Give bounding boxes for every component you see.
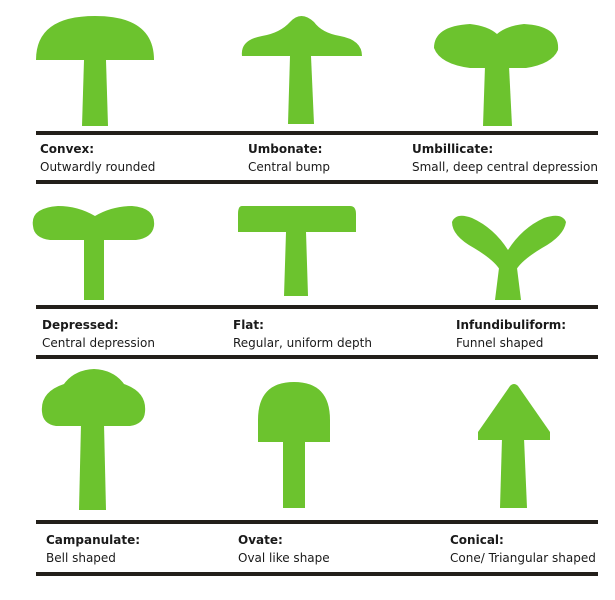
flat-mushroom-icon [238,206,356,296]
label-campanulate: Campanulate: Bell shaped [46,531,140,567]
shape-name: Infundibuliform: [456,318,567,332]
shape-description: Central bump [248,160,331,174]
shape-name: Ovate: [238,533,283,547]
shape-description: Cone/ Triangular shaped [450,551,596,565]
shape-description: Central depression [42,336,155,350]
label-convex: Convex: Outwardly rounded [40,140,155,176]
label-flat: Flat: Regular, uniform depth [233,316,372,352]
convex-mushroom-icon [36,16,154,126]
divider-row3-bottom [36,572,598,576]
ovate-mushroom-icon [258,382,330,508]
label-depressed: Depressed: Central depression [42,316,155,352]
shape-description: Outwardly rounded [40,160,156,174]
shape-name: Umbonate: [248,142,323,156]
shape-name: Umbillicate: [412,142,494,156]
campanulate-mushroom-icon [41,369,146,510]
shape-name: Flat: [233,318,264,332]
divider-row1-top [36,131,598,135]
shape-name: Convex: [40,142,95,156]
label-conical: Conical: Cone/ Triangular shaped [450,531,596,567]
label-umbillicate: Umbillicate: Small, deep central depress… [412,140,598,176]
divider-row1-bottom [36,180,598,184]
shape-description: Small, deep central depression [412,160,598,174]
shape-description: Regular, uniform depth [233,336,372,350]
conical-mushroom-icon [478,384,550,508]
shape-description: Funnel shaped [456,336,544,350]
divider-row2-bottom [36,355,598,359]
shape-description: Bell shaped [46,551,116,565]
divider-row2-top [36,305,598,309]
umbillicate-mushroom-icon [434,24,559,126]
shape-name: Depressed: [42,318,119,332]
umbonate-mushroom-icon [241,16,362,124]
shape-name: Conical: [450,533,504,547]
divider-row3-top [36,520,598,524]
label-ovate: Ovate: Oval like shape [238,531,330,567]
depressed-mushroom-icon [32,206,155,300]
label-umbonate: Umbonate: Central bump [248,140,330,176]
label-infundibuliform: Infundibuliform: Funnel shaped [456,316,566,352]
shape-description: Oval like shape [238,551,330,565]
shape-name: Campanulate: [46,533,141,547]
infundibuliform-mushroom-icon [452,215,566,300]
